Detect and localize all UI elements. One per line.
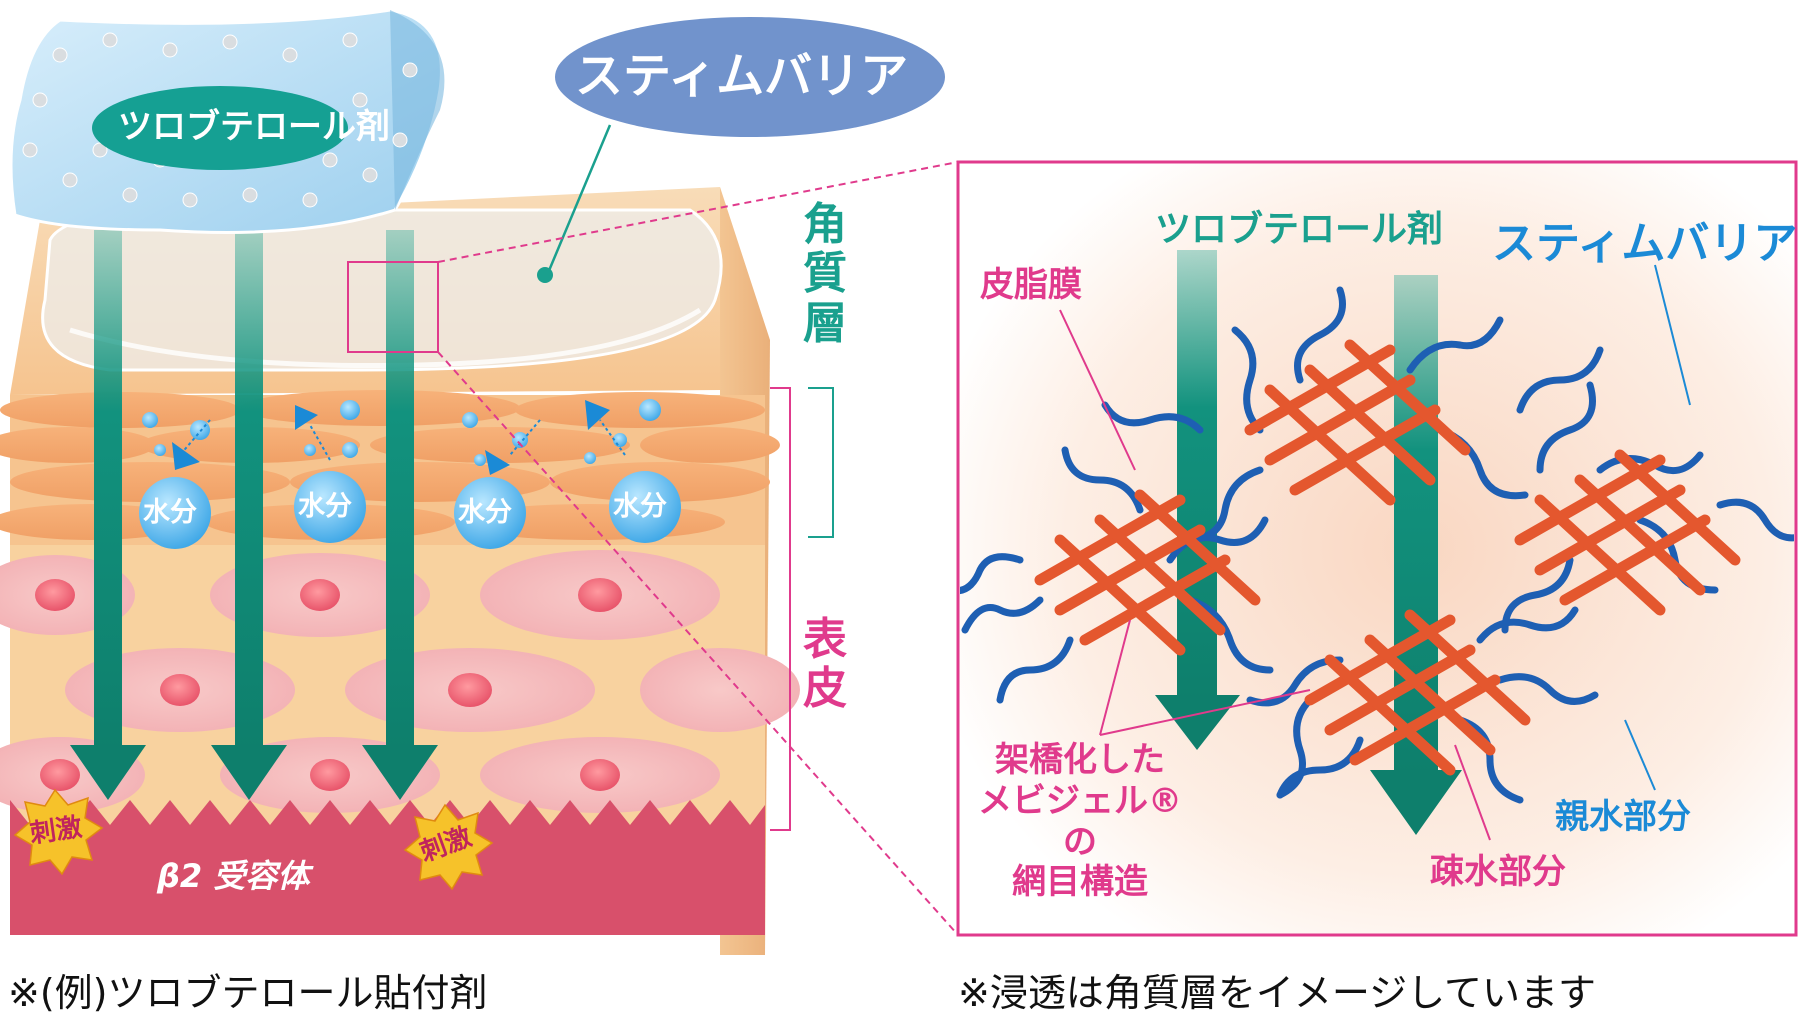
epidermis-label: 表 皮 bbox=[800, 615, 850, 714]
barrier-leader-dot bbox=[537, 267, 553, 283]
water-label-1: 水分 bbox=[143, 499, 197, 526]
hydrophilic-label: 親水部分 bbox=[1555, 800, 1691, 834]
patch-label: ツロブテロール剤 bbox=[118, 110, 390, 144]
barrier-callout-label: スティムバリア bbox=[575, 52, 908, 100]
crosslink-label: 架橋化した メビジェル®の 網目構造 bbox=[975, 740, 1185, 903]
footnote-right: ※浸透は角質層をイメージしています bbox=[958, 962, 1596, 1017]
stratum-corneum-label: 角 質 層 bbox=[800, 200, 850, 348]
water-label-4: 水分 bbox=[613, 493, 667, 520]
water-label-3: 水分 bbox=[458, 499, 512, 526]
barrier-film bbox=[43, 208, 722, 370]
layer-brackets bbox=[770, 388, 833, 830]
inset-drug-label: ツロブテロール剤 bbox=[1155, 212, 1443, 248]
receptor-label: β2 受容体 bbox=[157, 860, 309, 892]
sebum-label: 皮脂膜 bbox=[980, 268, 1082, 302]
inset-barrier-label: スティムバリア bbox=[1492, 222, 1797, 266]
footnote-left: ※(例)ツロブテロール貼付剤 bbox=[8, 962, 488, 1017]
water-label-2: 水分 bbox=[298, 493, 352, 520]
stimulus-label-1: 刺激 bbox=[28, 815, 83, 848]
hydrophobic-label: 疎水部分 bbox=[1430, 855, 1566, 889]
